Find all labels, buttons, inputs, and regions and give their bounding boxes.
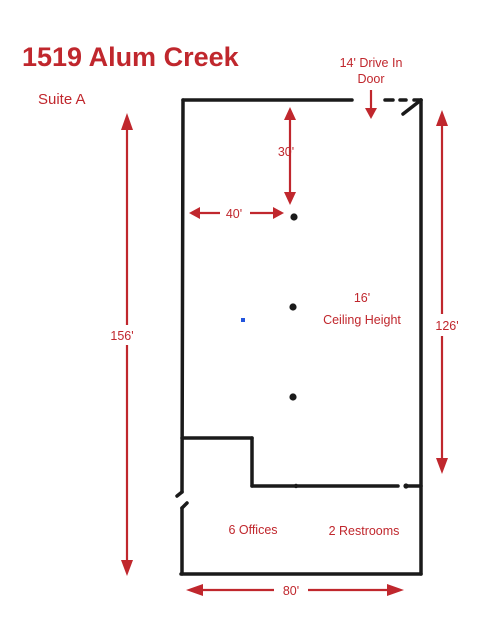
column-3: [289, 393, 297, 401]
dimension-126ft: 126': [435, 110, 459, 474]
offices-label: 6 Offices: [228, 523, 277, 537]
dimension-156ft: 156': [110, 113, 134, 576]
door-label-line1: 14' Drive In: [340, 56, 403, 70]
dimension-126ft-label: 126': [435, 319, 458, 333]
column-4: [293, 483, 299, 489]
dimension-80ft-label: 80': [283, 584, 299, 598]
door-label-line2: Door: [357, 72, 384, 86]
column-5: [403, 483, 409, 489]
dimension-156ft-label: 156': [110, 329, 133, 343]
suite-label: Suite A: [38, 91, 86, 108]
ceiling-height-label: Ceiling Height: [323, 313, 401, 327]
ceiling-height-value: 16': [354, 291, 370, 305]
building-walls: [175, 98, 423, 576]
column-2: [289, 303, 297, 311]
dimension-40ft-label: 40': [226, 207, 242, 221]
restrooms-label: 2 Restrooms: [329, 524, 400, 538]
dimension-80ft: 80': [186, 584, 404, 598]
dimension-30ft: 30': [278, 107, 296, 205]
dimension-30ft-label: 30': [278, 145, 294, 159]
location-marker: [241, 318, 245, 322]
dimension-40ft: 40': [189, 207, 284, 221]
door-arrow: [365, 90, 377, 119]
column-1: [290, 213, 298, 221]
property-title: 1519 Alum Creek: [22, 42, 240, 72]
